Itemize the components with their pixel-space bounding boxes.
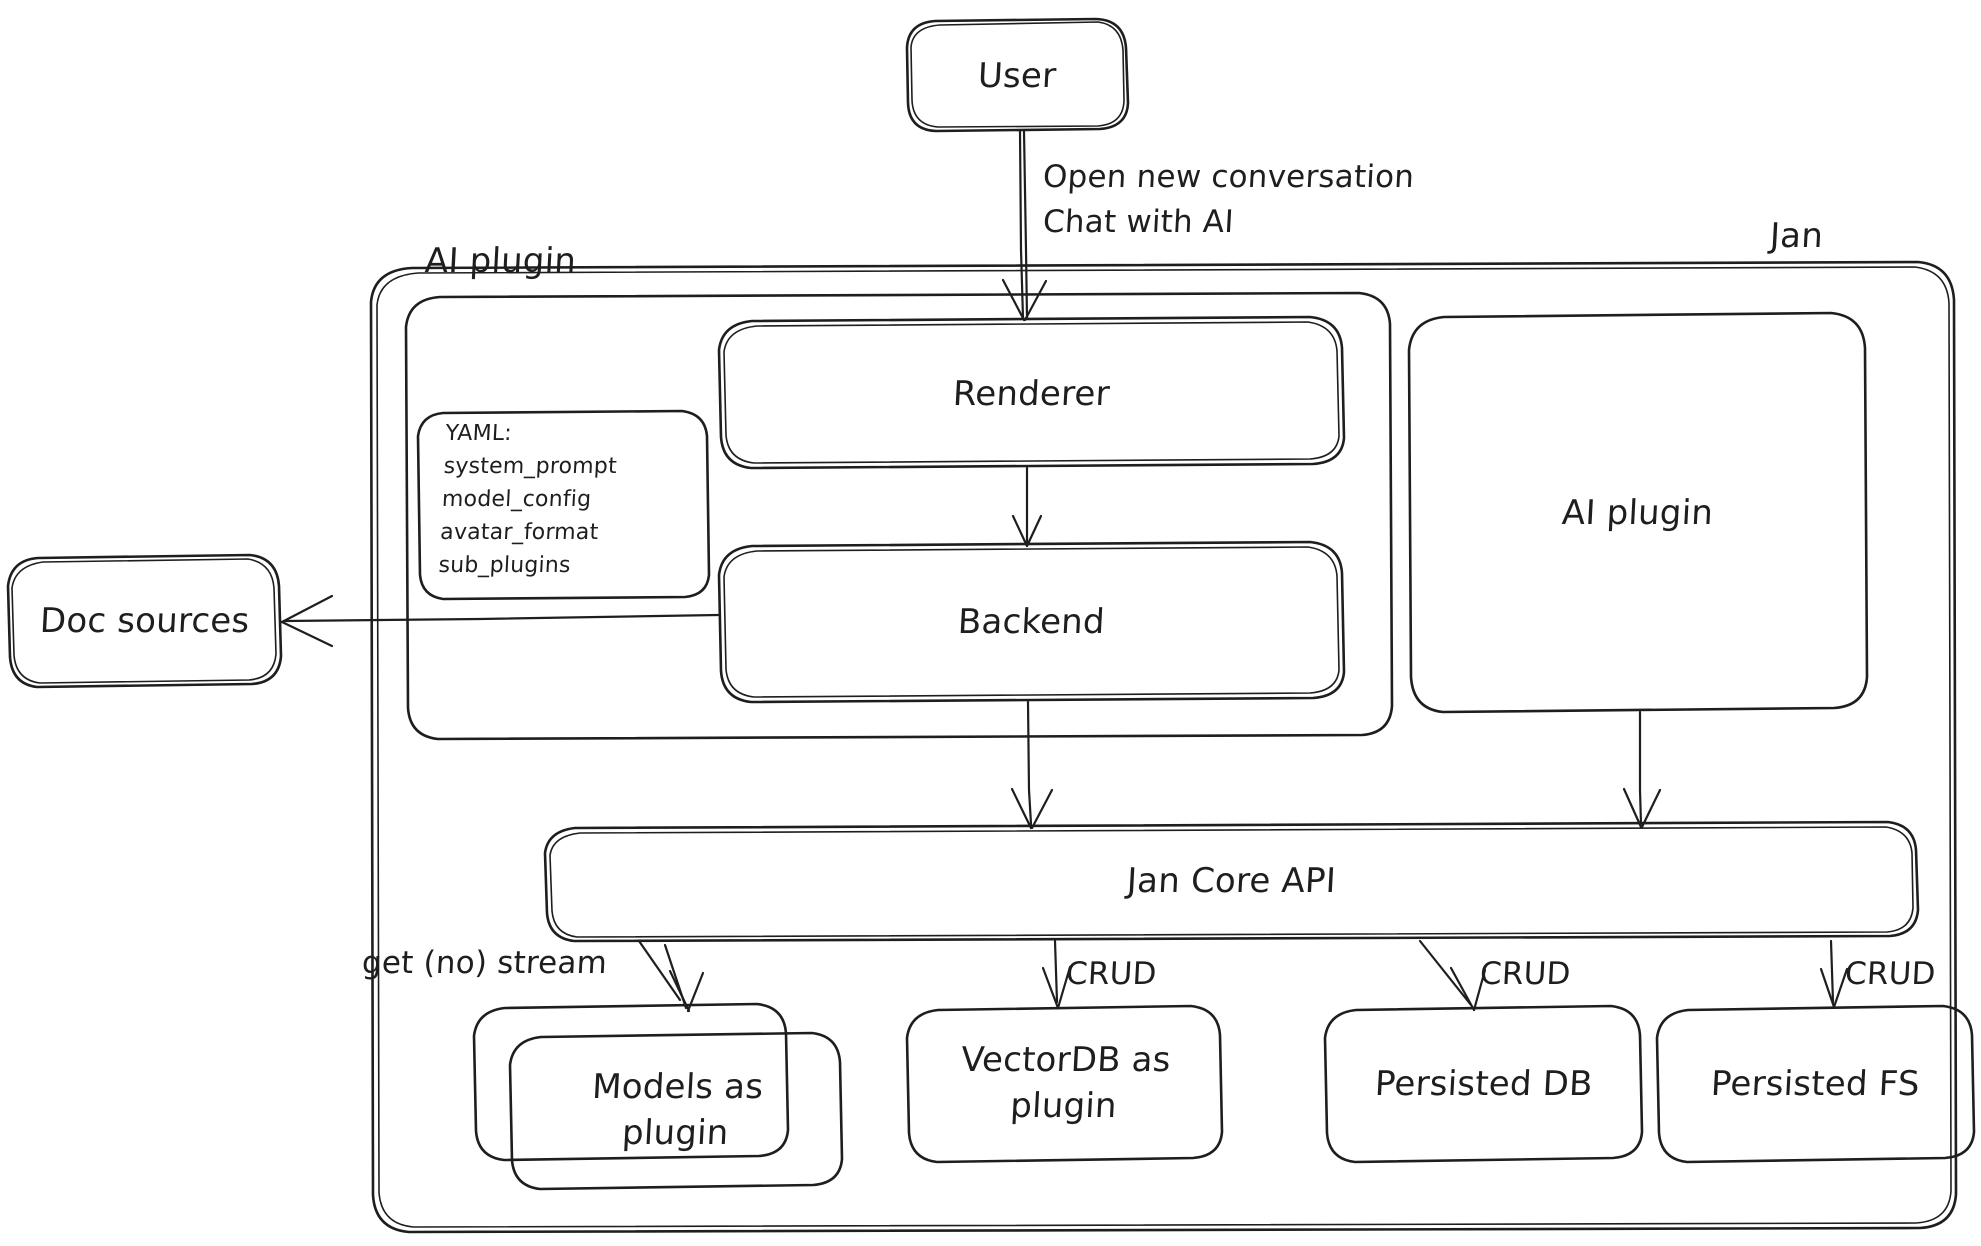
edge-jan-core-api-to-persisted-db	[1418, 939, 1487, 1012]
edge-backend-to-doc-sources	[280, 594, 720, 648]
edge-jan-core-api-to-models	[637, 939, 705, 1013]
edge-label-crud-vectordb: CRUD	[1065, 956, 1158, 992]
edge-label-crud-persisted-fs: CRUD	[1844, 956, 1937, 992]
node-shape-backend[interactable]	[717, 540, 1346, 704]
edge-backend-to-jan-core-api	[1010, 700, 1054, 830]
node-shape-ai-plugin-right[interactable]	[1407, 311, 1869, 714]
edge-renderer-to-backend	[1011, 466, 1043, 548]
node-shape-models-as-plugin[interactable]	[472, 1002, 844, 1191]
edge-label-chat-with-ai: Chat with AI	[1042, 204, 1235, 240]
node-shape-vectordb-as-plugin[interactable]	[905, 1004, 1224, 1164]
node-label-jan-container: Jan	[1768, 216, 1825, 256]
node-shape-jan-container[interactable]	[369, 260, 1958, 1234]
edge-label-open-new-conversation: Open new conversation	[1042, 159, 1416, 195]
node-shape-persisted-fs[interactable]	[1655, 1004, 1976, 1164]
edge-jan-core-api-to-vectordb	[1041, 939, 1072, 1010]
node-label-ai-plugin-group: AI plugin	[423, 241, 578, 281]
edge-user-to-renderer	[1001, 129, 1048, 322]
edge-label-crud-persisted-db: CRUD	[1479, 956, 1572, 992]
node-shape-persisted-db[interactable]	[1323, 1004, 1644, 1164]
node-shape-renderer[interactable]	[717, 315, 1346, 470]
edge-jan-core-api-to-persisted-fs	[1819, 939, 1849, 1009]
edge-ai-plugin-right-to-jan-core-api	[1622, 710, 1662, 829]
node-shape-yaml-box[interactable]	[416, 409, 711, 601]
node-shape-jan-core-api[interactable]	[543, 820, 1920, 943]
node-label-yaml-box: YAML: system_prompt model_config avatar_…	[437, 421, 618, 578]
node-shape-ai-plugin-group[interactable]	[404, 291, 1394, 741]
edge-label-get-no-stream: get (no) stream	[361, 945, 609, 981]
node-shape-doc-sources[interactable]	[6, 553, 283, 689]
node-shape-user[interactable]	[905, 17, 1130, 133]
